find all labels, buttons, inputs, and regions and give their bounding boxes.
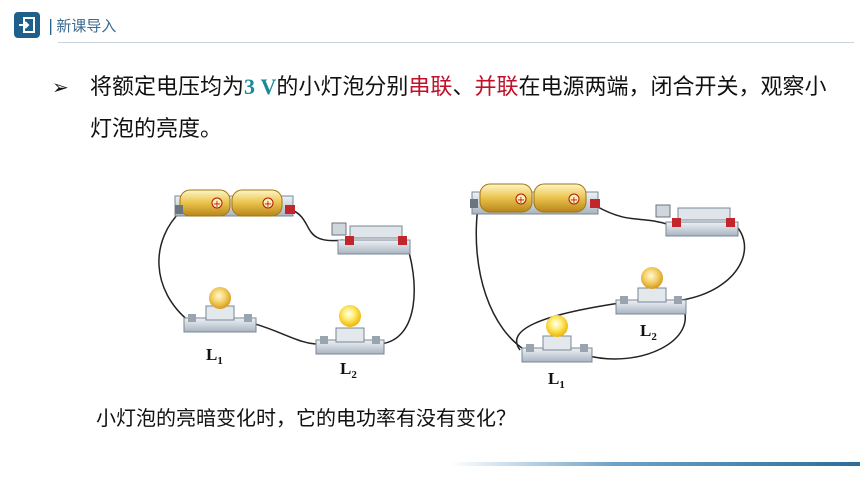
svg-text:+: + [517, 195, 525, 206]
series-keyword: 串联 [408, 75, 453, 100]
svg-text:+: + [264, 199, 272, 210]
header-divider [58, 42, 854, 43]
svg-text:+: + [570, 195, 578, 206]
slide-header: | 新课导入 [14, 10, 116, 40]
switch [331, 222, 411, 255]
wire [681, 221, 746, 301]
series-circuit: + + L1 [158, 189, 415, 381]
bulb-l1-series [183, 287, 257, 333]
bullet-text: 将额定电压均为3 V的小灯泡分别串联、并联在电源两端，闭合开关，观察小灯泡的亮度… [90, 66, 842, 151]
wire [515, 302, 621, 351]
parallel-keyword: 并联 [474, 75, 519, 100]
bulb-l2-parallel [615, 267, 687, 315]
parallel-circuit: + + L2 [470, 183, 746, 391]
switch [655, 204, 739, 237]
bulb-label-l2: L2 [640, 321, 657, 343]
arrow-bullet-icon: ➢ [52, 75, 69, 99]
bulb-label-l2: L2 [340, 359, 357, 381]
question-text: 小灯泡的亮暗变化时，它的电功率有没有变化？ [96, 406, 516, 430]
text-part: 的小灯泡分别 [276, 75, 409, 100]
wire [475, 205, 529, 353]
bulb-label-l1: L1 [206, 345, 223, 367]
bullet-point: ➢ 将额定电压均为3 V的小灯泡分别串联、并联在电源两端，闭合开关，观察小灯泡的… [52, 66, 842, 151]
battery: + + [174, 189, 295, 217]
voltage-value: 3 V [244, 74, 277, 99]
svg-text:+: + [213, 199, 221, 210]
text-part: 在电源两端，闭合开关，观察小灯泡的亮度。 [90, 75, 827, 142]
bulb-label-l1: L1 [548, 369, 565, 391]
wire [379, 239, 415, 345]
wire [595, 205, 671, 226]
wire [247, 321, 321, 345]
wire [158, 209, 191, 323]
text-part: 将额定电压均为 [90, 75, 245, 100]
battery: + + [470, 183, 600, 215]
section-title: 新课导入 [56, 16, 117, 35]
enter-icon [14, 12, 40, 38]
wire [584, 304, 686, 360]
bulb-l2-series [315, 305, 385, 355]
footer-decoration [450, 462, 860, 466]
wire [291, 209, 344, 242]
header-separator: | [48, 15, 54, 35]
bulb-l1-parallel [521, 315, 593, 363]
text-part: 、 [452, 75, 475, 100]
